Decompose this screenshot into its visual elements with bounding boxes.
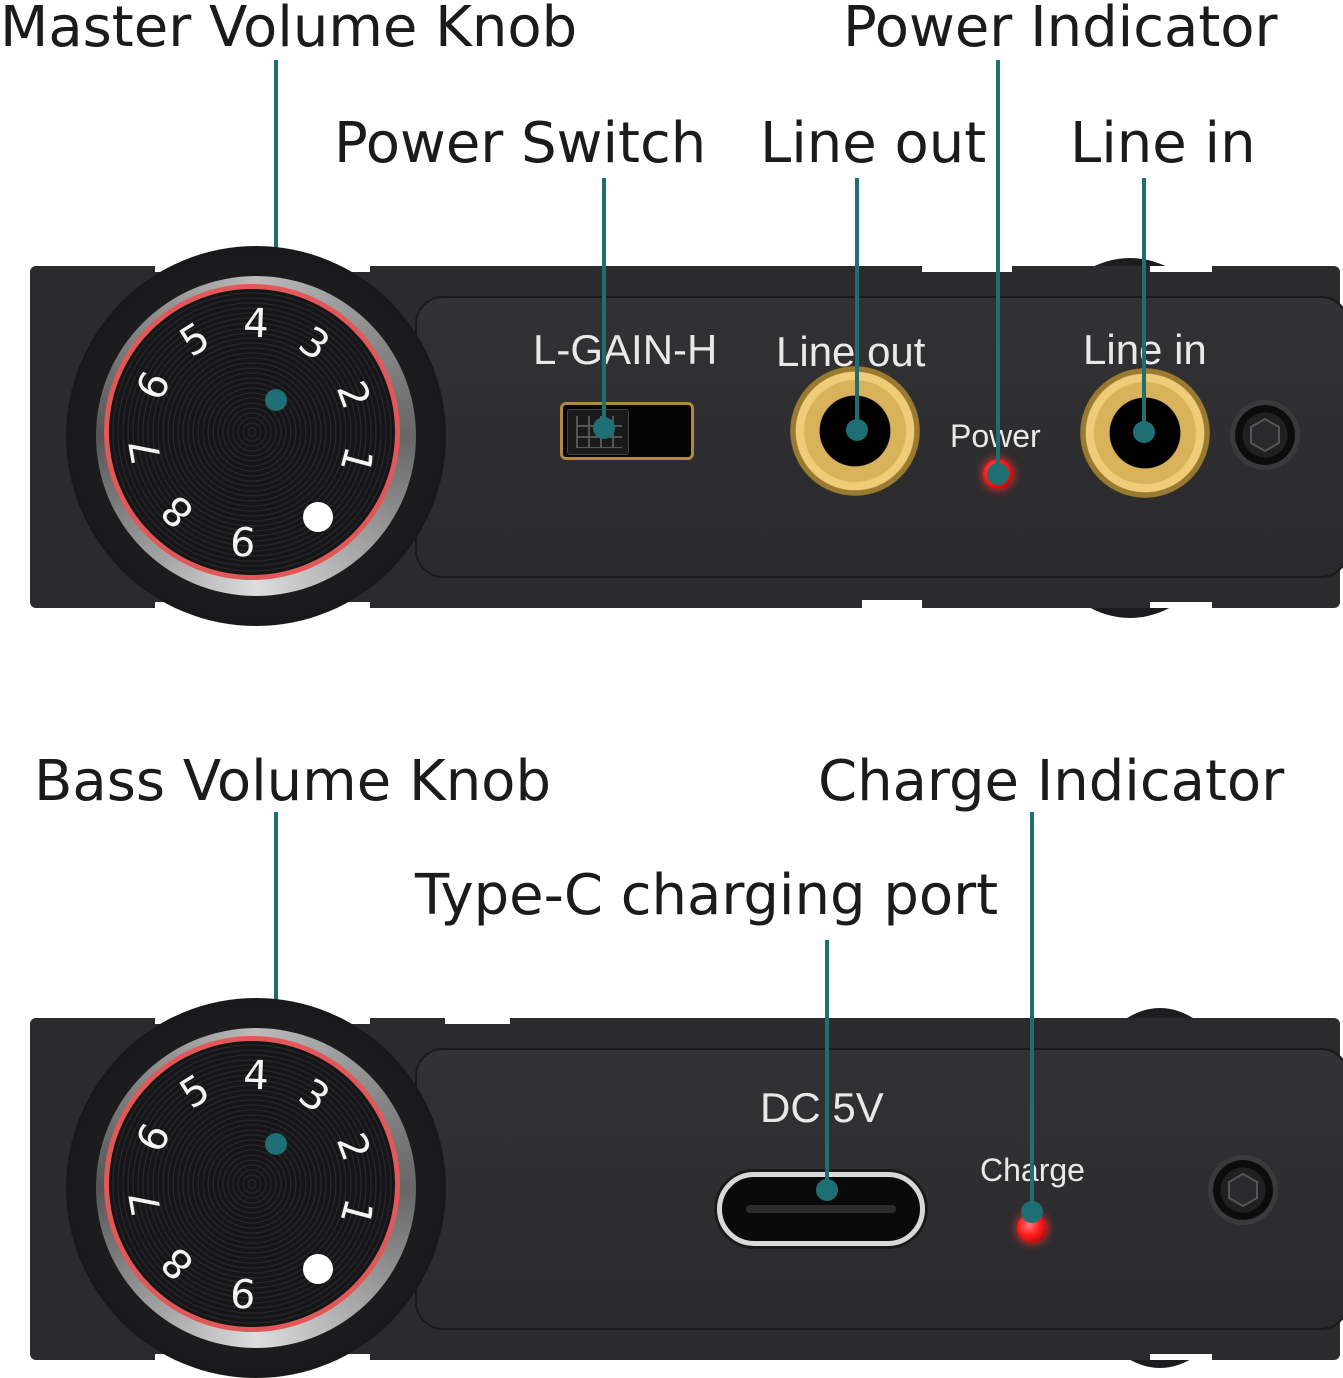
bass-knob-number-3: 3 [290,1069,338,1122]
line-out-callout: Line out [760,111,987,176]
master-knob-pointer [265,389,287,411]
master-knob-number-4: 4 [242,300,270,348]
bass-knob-number-8: 8 [153,1237,204,1289]
master-knob-leader [274,60,278,400]
bass-knob-number-2: 2 [327,1127,380,1167]
bass-knob-pointer [265,1133,287,1155]
gain-label: L-GAIN-H [533,326,718,373]
line-in-leader [1142,178,1146,432]
type-c-pointer [816,1179,838,1201]
type-c-port-callout: Type-C charging port [415,863,999,928]
master-volume-knob-callout: Master Volume Knob [0,0,578,60]
hex-screw-icon [1228,1172,1258,1208]
line-in-pointer [1133,421,1155,443]
back-screw [1208,1155,1278,1225]
master-knob-number-5: 5 [171,314,218,367]
charge-indicator-pointer [1021,1201,1043,1223]
power-switch[interactable] [560,402,694,460]
dc-label: DC 5V [760,1084,884,1131]
bass-knob-number-9: 9 [227,1267,258,1316]
bass-knob-number-7: 7 [120,1186,171,1220]
power-indicator-callout: Power Indicator [843,0,1278,60]
master-knob-number-8: 8 [153,485,204,537]
master-knob-number-9: 9 [227,515,258,564]
power-switch-pointer [593,417,615,439]
power-label: Power [950,418,1041,455]
bass-volume-knob-callout: Bass Volume Knob [34,749,551,814]
line-out-pointer [846,419,868,441]
master-knob-number-2: 2 [327,375,380,415]
bass-knob-number-5: 5 [171,1066,218,1119]
power-switch-callout: Power Switch [334,111,707,176]
line-out-leader [855,178,859,430]
power-indicator-pointer [987,463,1009,485]
charge-indicator-callout: Charge Indicator [818,749,1285,814]
master-knob-number-6: 6 [127,365,181,408]
bass-knob-number-1: 1 [330,1193,382,1231]
bass-knob-marker-dot [303,1254,334,1285]
line-in-callout: Line in [1070,111,1256,176]
master-knob-number-7: 7 [120,434,171,468]
bass-knob-number-6: 6 [127,1117,181,1160]
master-knob-number-3: 3 [290,317,338,370]
hex-screw-icon [1250,417,1280,453]
bass-knob-leader [274,812,278,1144]
power-switch-leader [602,178,606,428]
master-knob-marker-dot [303,502,334,533]
type-c-leader [825,940,829,1190]
charge-indicator-leader [1030,812,1034,1212]
front-screw [1230,400,1300,470]
master-knob-number-1: 1 [330,441,382,479]
bass-knob-number-4: 4 [242,1052,270,1100]
type-c-charging-port[interactable] [717,1172,925,1246]
power-indicator-leader [996,60,1000,474]
